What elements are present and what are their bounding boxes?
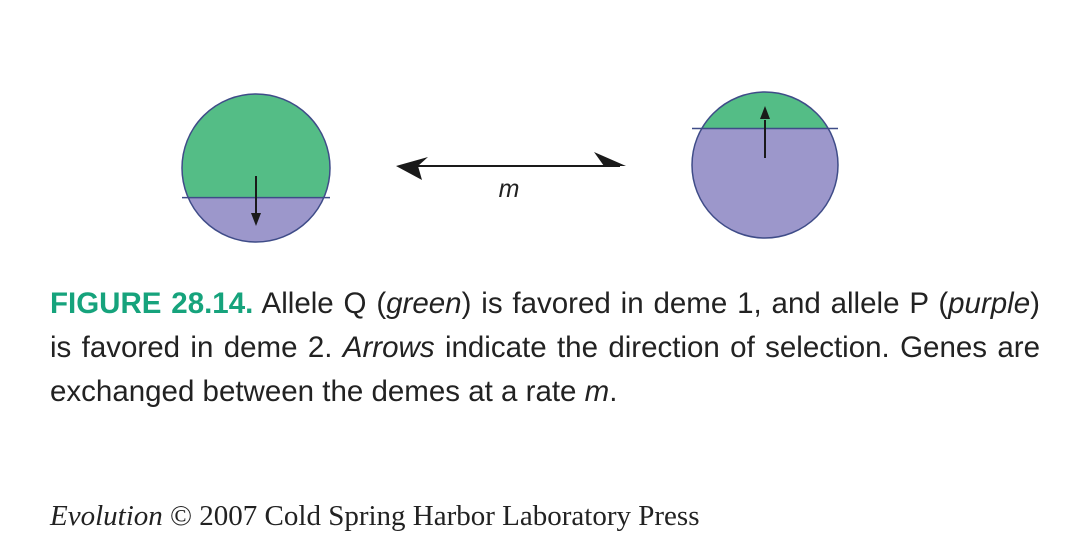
caption-text: indicate the direction of selection. Gen… — [50, 331, 1040, 408]
deme-2-circle — [691, 91, 839, 239]
deme-2-selection-arrow-up — [760, 106, 770, 158]
figure-caption: FIGURE 28.14. Allele Q (green) is favore… — [50, 282, 1040, 414]
migration-arrow — [396, 152, 626, 180]
deme-1-circle — [181, 93, 331, 243]
migration-rate-label: m — [499, 175, 520, 203]
caption-italic-green: green — [386, 287, 462, 320]
caption-text: ) is favored in deme 1, and allele P ( — [461, 287, 949, 320]
migration-arrowhead-right — [594, 152, 626, 166]
book-title: Evolution — [50, 500, 163, 532]
caption-italic-purple: purple — [948, 287, 1031, 320]
caption-text: . — [609, 375, 618, 408]
migration-selection-diagram: m — [181, 91, 839, 243]
caption-text: ) is favored in deme 2. — [50, 287, 1040, 364]
migration-arrowhead-left — [396, 157, 428, 180]
caption-italic-m: m — [584, 375, 610, 408]
deme-1-selection-arrow-down — [251, 176, 261, 226]
figure-label: FIGURE 28.14. — [50, 287, 254, 320]
caption-text: Allele Q ( — [253, 287, 387, 320]
copyright-credit: Evolution © 2007 Cold Spring Harbor Labo… — [50, 500, 699, 533]
caption-italic-arrows: Arrows — [342, 331, 435, 364]
credit-text: © 2007 Cold Spring Harbor Laboratory Pre… — [162, 500, 700, 532]
